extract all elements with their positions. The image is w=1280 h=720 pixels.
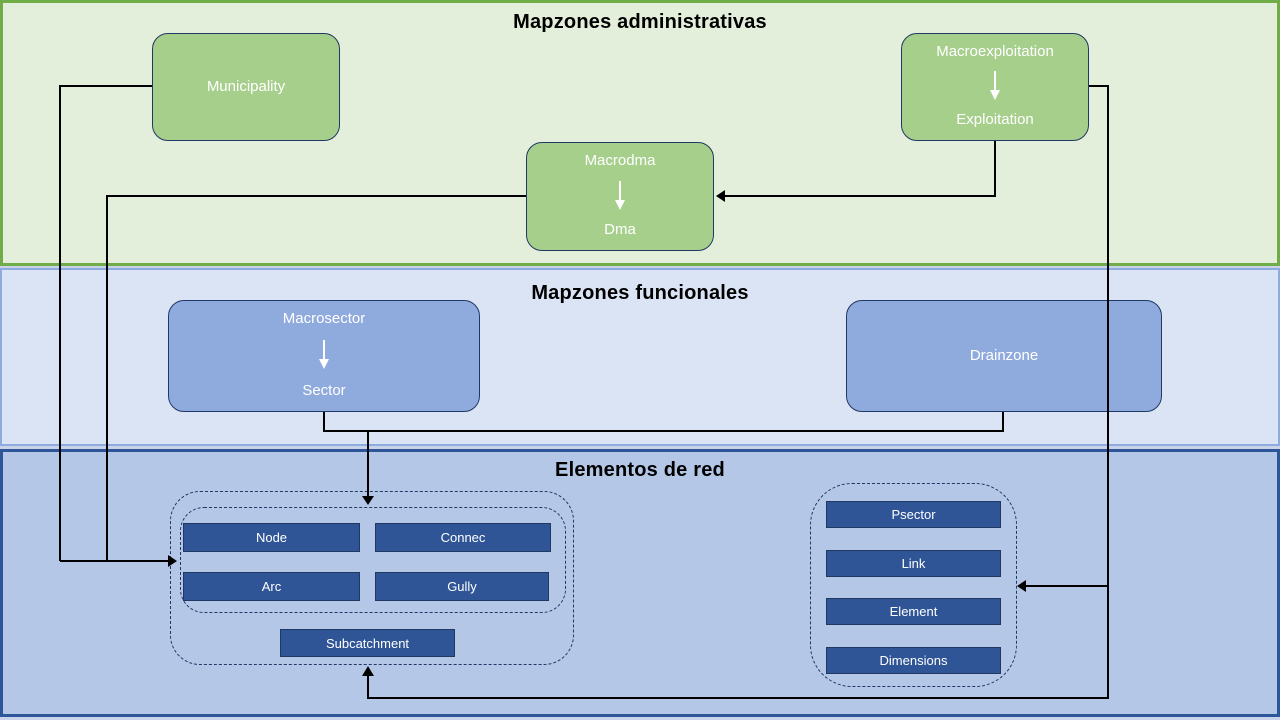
network-item-connec: Connec (375, 523, 551, 552)
node-macrosector-label: Macrosector (282, 310, 366, 327)
down-arrow-icon (990, 71, 1000, 100)
network-item-node-label: Node (255, 530, 288, 545)
network-item-element: Element (826, 598, 1001, 625)
network-item-dimensions-label: Dimensions (879, 653, 948, 668)
network-item-subcatchment-label: Subcatchment (325, 635, 410, 651)
section-administrative-title: Mapzones administrativas (513, 11, 767, 33)
network-item-link: Link (826, 550, 1001, 577)
node-macrodma-label: Macrodma (584, 152, 656, 169)
section-network-title: Elementos de red (555, 459, 725, 481)
node-municipality: Municipality (152, 33, 340, 141)
network-item-psector: Psector (826, 501, 1001, 528)
node-sector-label: Sector (302, 381, 346, 399)
node-exploitation-label: Exploitation (956, 110, 1034, 128)
node-macroexploitation-label: Macroexploitation (936, 43, 1054, 60)
node-municipality-label: Municipality (206, 77, 286, 95)
network-item-arc-label: Arc (261, 579, 282, 594)
network-item-node: Node (183, 523, 360, 552)
network-item-element-label: Element (889, 604, 938, 619)
node-dma-label: Dma (604, 220, 636, 238)
network-item-link-label: Link (901, 556, 926, 571)
network-item-arc: Arc (183, 572, 360, 601)
node-drainzone: Drainzone (846, 300, 1162, 412)
network-item-psector-label: Psector (891, 507, 936, 522)
network-item-gully-label: Gully (447, 579, 477, 594)
node-macrosector: Macrosector Sector (168, 300, 480, 412)
down-arrow-icon (615, 180, 625, 210)
node-macrodma: Macrodma Dma (526, 142, 714, 251)
node-macroexploitation: Macroexploitation Exploitation (901, 33, 1089, 141)
network-item-gully: Gully (375, 572, 549, 601)
down-arrow-icon (319, 340, 329, 369)
network-item-subcatchment: Subcatchment (280, 629, 455, 657)
node-drainzone-label: Drainzone (969, 346, 1039, 364)
network-item-connec-label: Connec (440, 530, 486, 545)
network-item-dimensions: Dimensions (826, 647, 1001, 674)
